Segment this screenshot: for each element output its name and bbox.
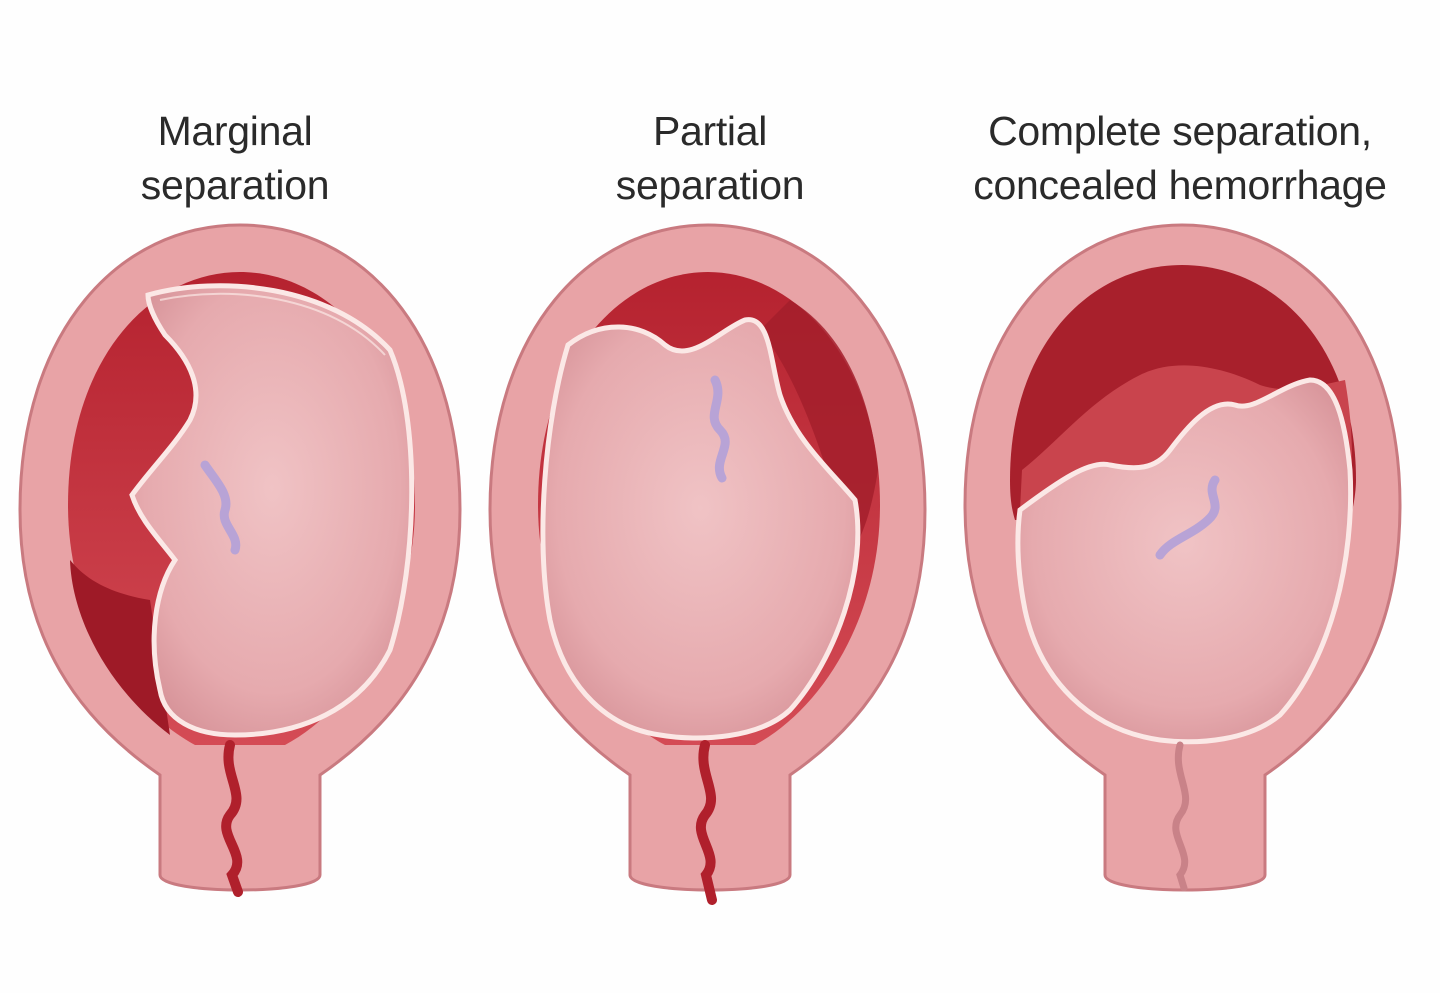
uterus-marginal (18, 223, 462, 897)
umbilical-cord (200, 460, 241, 555)
panel-2-caption-line-1: Partial (652, 108, 768, 154)
uterus-complete (963, 223, 1402, 892)
cervical-bleeding (695, 740, 717, 905)
panel-3-caption: Complete separation, concealed hemorrhag… (920, 104, 1440, 212)
panel-2-caption: Partial separation (565, 104, 855, 212)
panel-2-caption-line-2: separation (615, 162, 805, 208)
panel-3-caption-line-1: Complete separation, (988, 108, 1372, 154)
placenta-membrane (1015, 377, 1354, 745)
panel-3-caption-line-2: concealed hemorrhage (973, 162, 1387, 208)
umbilical-cord (709, 375, 730, 483)
placenta-membrane (540, 317, 861, 741)
uterus-partial (488, 223, 927, 905)
panel-1-caption: Marginal separation (90, 104, 380, 212)
membrane-inner-line (159, 292, 386, 356)
panel-1-caption-line-2: separation (140, 162, 330, 208)
cervical-bleeding (221, 740, 243, 897)
cervical-canal (1172, 741, 1190, 892)
retroplacental-clot (70, 560, 170, 735)
umbilical-cord (1155, 475, 1220, 560)
placenta-membrane (129, 283, 415, 738)
panel-1-caption-line-1: Marginal (157, 108, 313, 154)
